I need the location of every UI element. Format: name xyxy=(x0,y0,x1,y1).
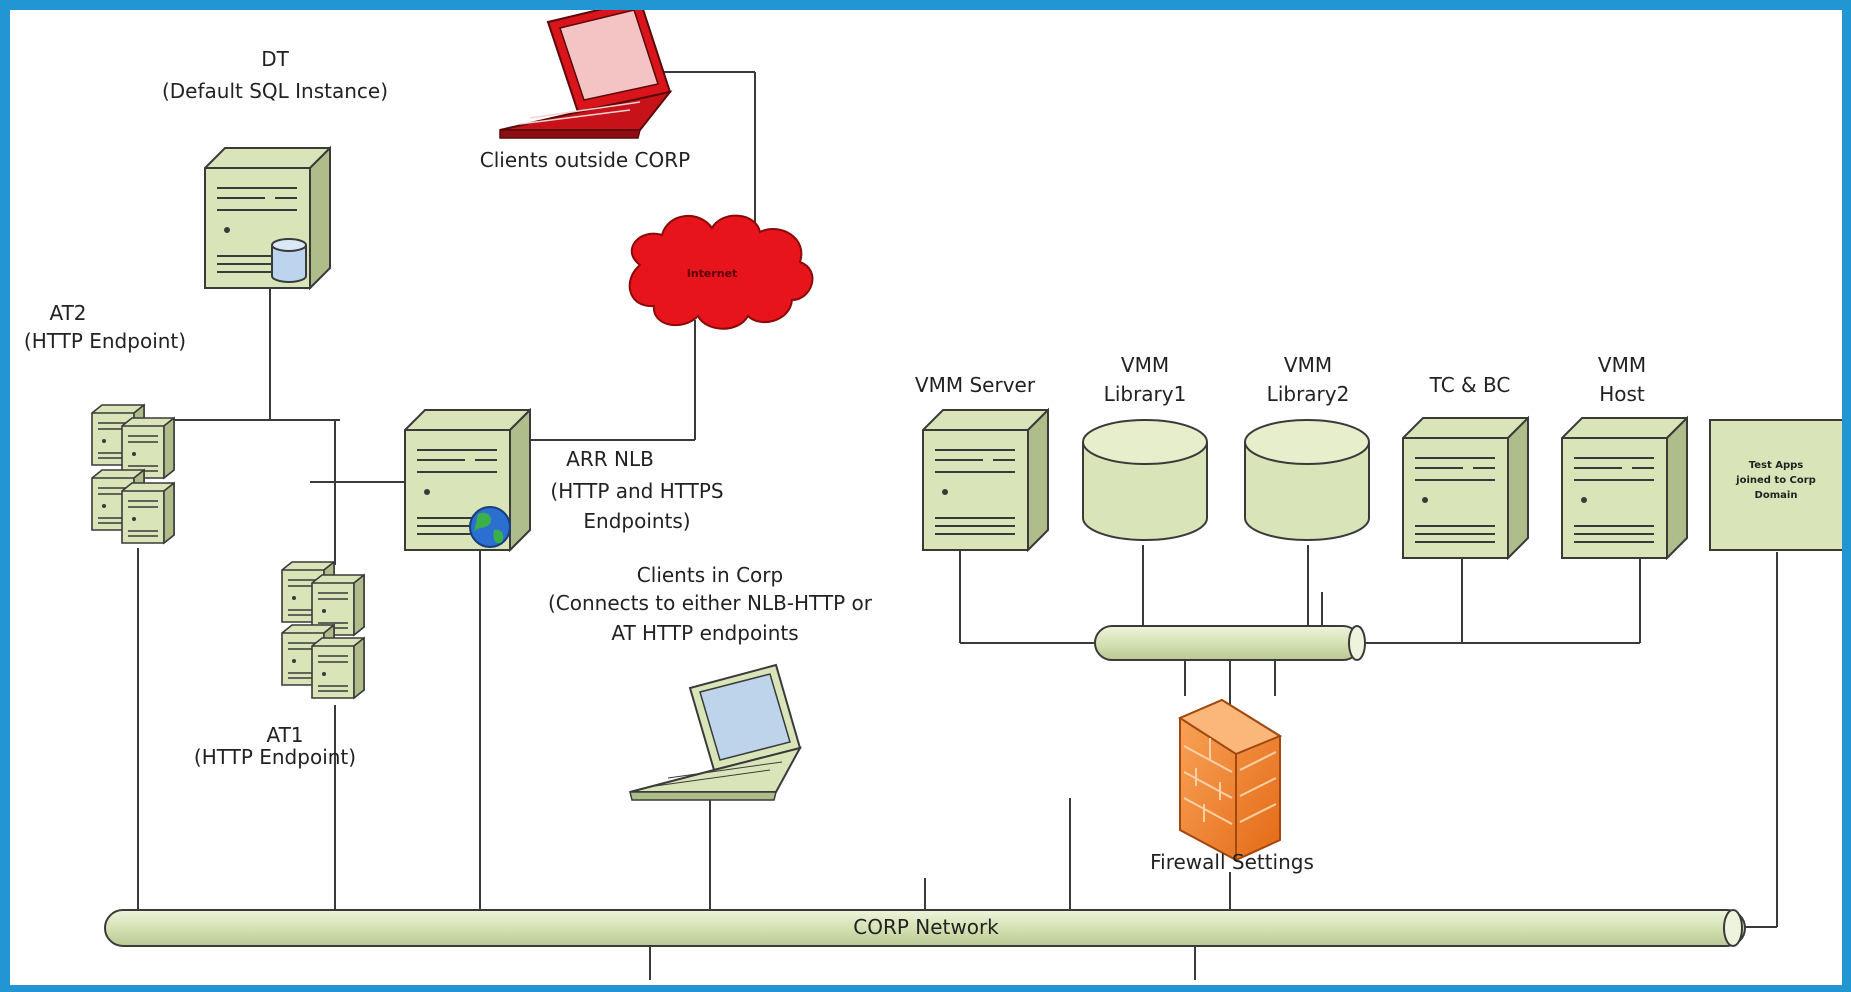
at1-server-cluster xyxy=(281,561,365,699)
connector-lines xyxy=(137,71,1778,980)
vmm-server xyxy=(922,409,1049,551)
vmm-host-label-b: Host xyxy=(1599,382,1645,406)
at2-server-cluster xyxy=(91,404,175,544)
tc-bc-server xyxy=(1402,417,1529,559)
arr-title: ARR NLB xyxy=(566,447,654,471)
firewall-icon xyxy=(1177,698,1283,862)
dt-title: DT xyxy=(261,47,289,71)
internet-label: Internet xyxy=(687,267,738,280)
vmm-library2-label-a: VMM xyxy=(1284,353,1332,377)
diagram-canvas: DT (Default SQL Instance) Clients outsid… xyxy=(10,0,1844,985)
arr-subtitle-1: (HTTP and HTTPS xyxy=(550,479,723,503)
corp-network-bus xyxy=(104,909,1746,947)
clients-in-subtitle-2: AT HTTP endpoints xyxy=(611,621,798,645)
globe-icon xyxy=(469,506,511,548)
vmm-library2-label-b: Library2 xyxy=(1267,382,1350,406)
at2-subtitle: (HTTP Endpoint) xyxy=(24,329,186,353)
vmm-library1-label-b: Library1 xyxy=(1104,382,1187,406)
test-apps-box xyxy=(1709,419,1844,551)
clients-in-title: Clients in Corp xyxy=(637,563,783,587)
at1-title: AT1 xyxy=(266,723,303,747)
dt-subtitle: (Default SQL Instance) xyxy=(162,79,388,103)
laptop-icon xyxy=(629,663,802,801)
vmm-library2-storage xyxy=(1244,419,1370,541)
arr-subtitle-2: Endpoints) xyxy=(583,509,690,533)
vmm-backbone-bus xyxy=(1094,625,1366,661)
clients-outside-label: Clients outside CORP xyxy=(480,148,690,172)
test-apps-line-2: joined to Corp xyxy=(1735,475,1816,486)
corp-network-label: CORP Network xyxy=(853,915,999,939)
test-apps-line-3: Domain xyxy=(1755,490,1798,501)
clients-in-subtitle-1: (Connects to either NLB-HTTP or xyxy=(548,591,873,615)
laptop-red-icon xyxy=(499,0,673,139)
cloud-icon xyxy=(628,214,814,330)
arr-nlb-server xyxy=(404,409,531,551)
database-icon xyxy=(271,238,307,283)
dt-server xyxy=(204,147,331,289)
test-apps-line-1: Test Apps xyxy=(1749,460,1804,471)
vmm-host-server xyxy=(1561,417,1688,559)
vmm-server-label: VMM Server xyxy=(915,373,1036,397)
at1-subtitle: (HTTP Endpoint) xyxy=(194,745,356,769)
vmm-library1-storage xyxy=(1082,419,1208,541)
at2-title: AT2 xyxy=(49,301,86,325)
vmm-host-label-a: VMM xyxy=(1598,353,1646,377)
tc-bc-label: TC & BC xyxy=(1429,373,1511,397)
firewall-label: Firewall Settings xyxy=(1150,850,1314,874)
vmm-library1-label-a: VMM xyxy=(1121,353,1169,377)
